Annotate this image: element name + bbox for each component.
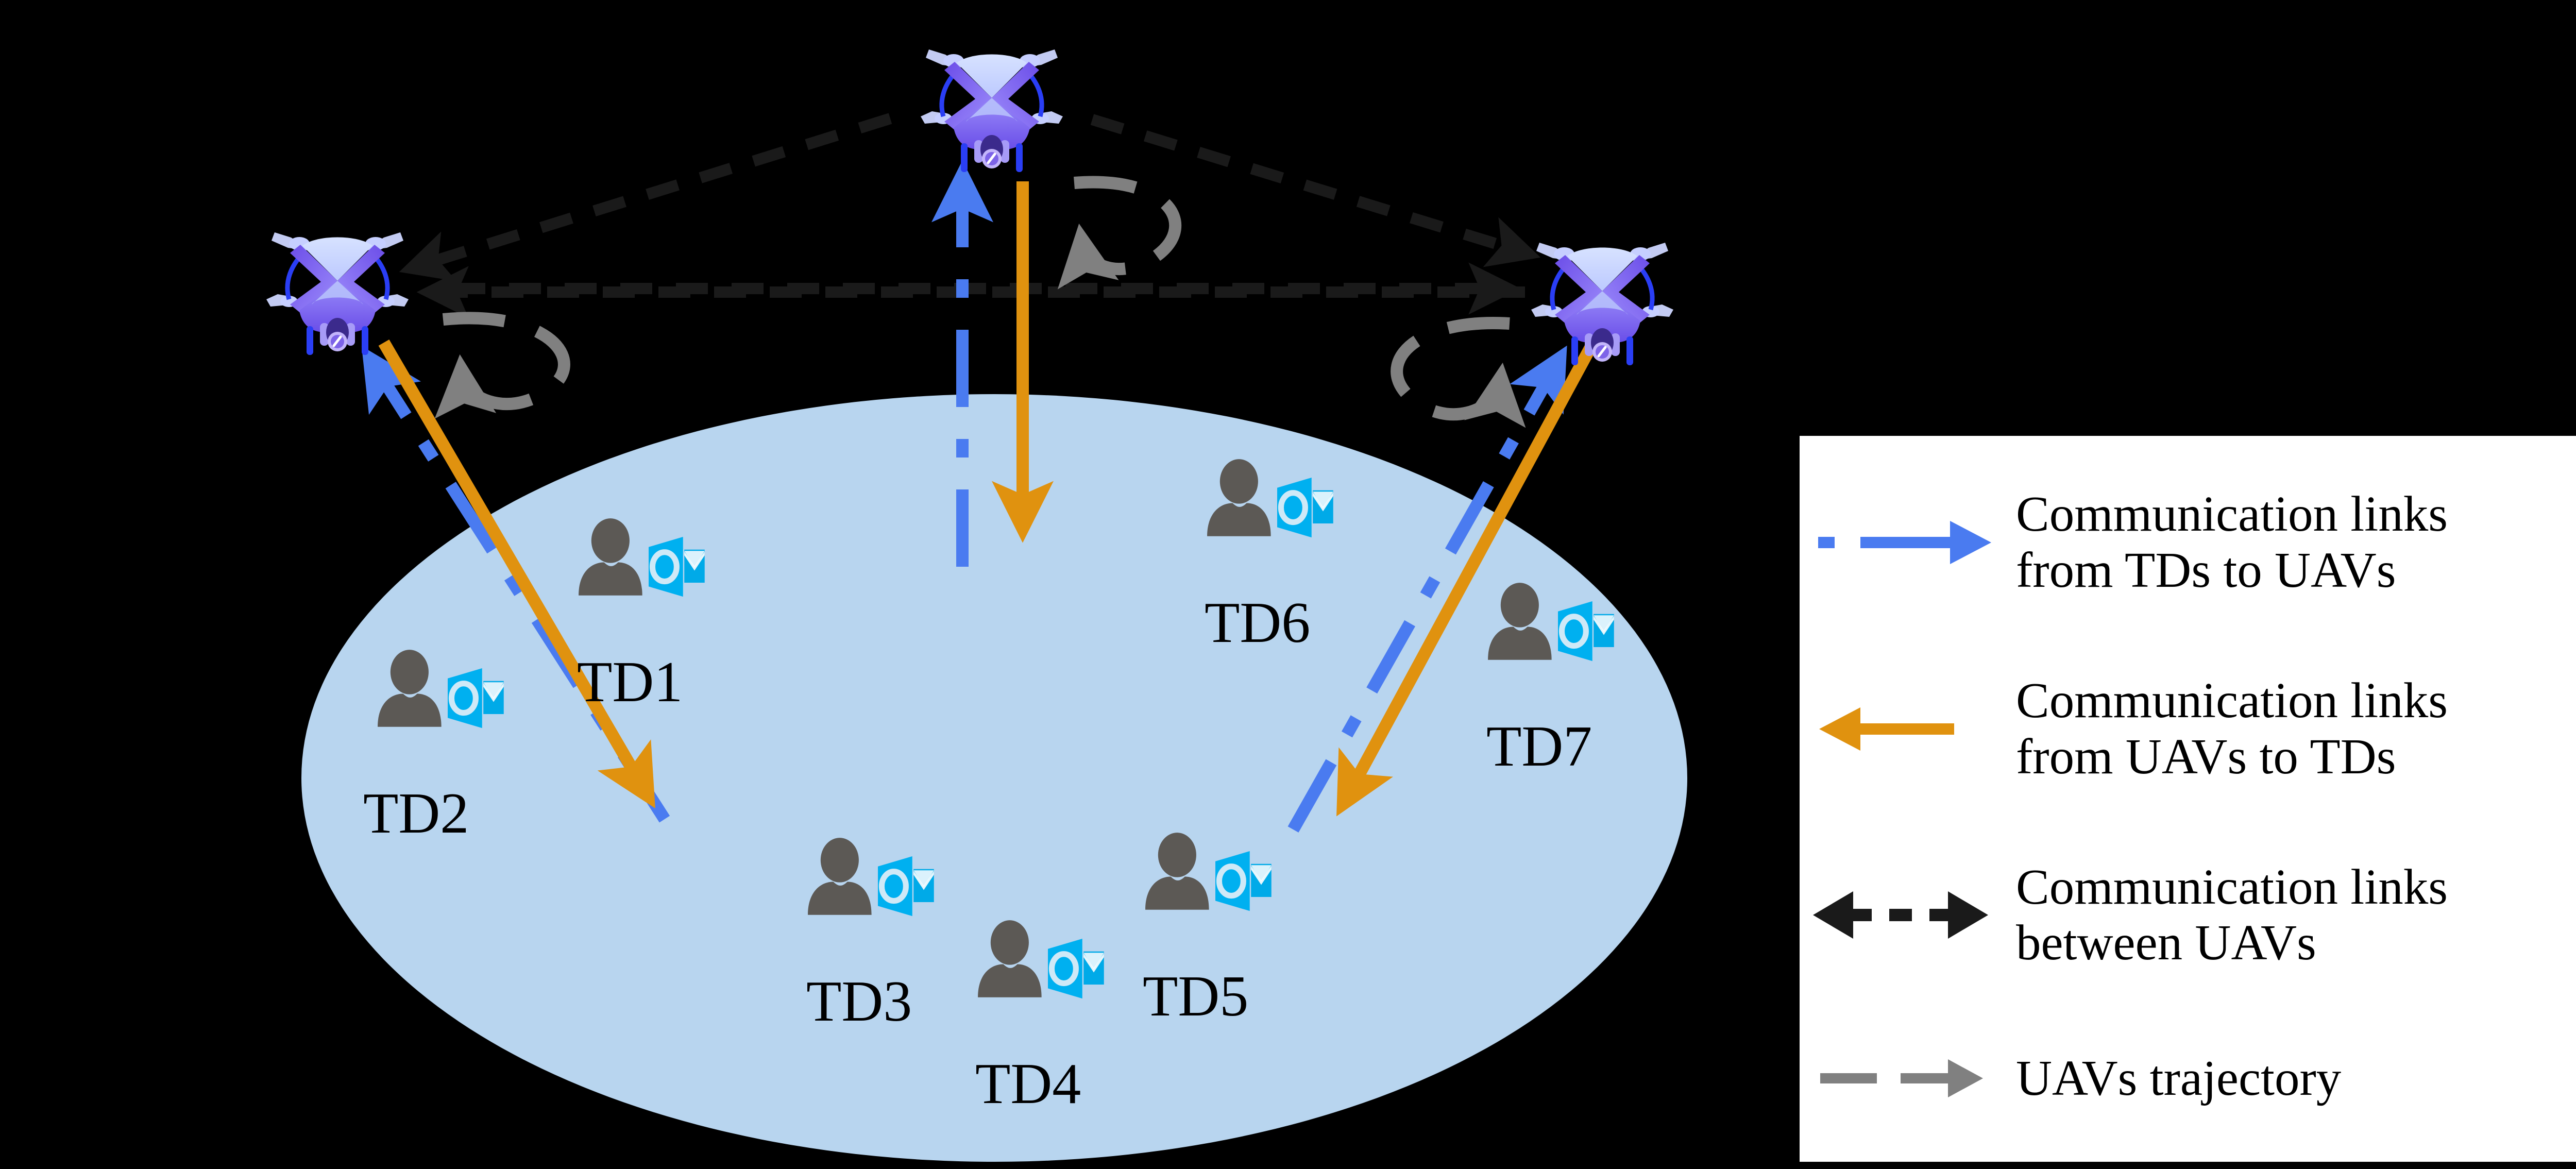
legend-label-line2: from UAVs to TDs [2016,728,2396,784]
link-uav-to-td-right [1336,337,1600,817]
legend-symbol-dash-dot-blue-arrow-right-icon [1800,465,2016,620]
td-label-td7: TD7 [1486,715,1592,778]
legend-symbol-solid-orange-arrow-left-icon [1800,652,2016,806]
trajectory-left-uav [434,312,570,419]
legend-label-uav-to-uav: Communication links between UAVs [2016,859,2458,971]
uav-center-drone[interactable] [921,49,1063,172]
coverage-area-ellipse [301,394,1687,1162]
link-td-to-uav-right [1287,345,1567,833]
td-label-td4: TD4 [975,1052,1081,1116]
legend-item-uav-to-uav: Communication links between UAVs [1800,838,2576,992]
legend-label-line1: Communication links [2016,486,2448,542]
uav-right-drone[interactable] [1531,243,1673,365]
legend-label-td-to-uav: Communication links from TDs to UAVs [2016,486,2458,598]
legend-item-td-to-uav: Communication links from TDs to UAVs [1800,465,2576,620]
legend-label-trajectory: UAVs trajectory [2016,1051,2351,1107]
legend-label-line1: Communication links [2016,859,2448,914]
td-to-uav-links [361,160,1567,833]
legend-symbol-dashed-black-double-arrow-icon [1800,838,2016,992]
legend-panel: Communication links from TDs to UAVs Com… [1800,436,2576,1162]
uav-left-drone[interactable] [266,232,409,355]
uav-trajectories [434,176,1526,428]
trajectory-right-uav [1391,317,1526,428]
legend-label-line2: from TDs to UAVs [2016,542,2396,598]
td-label-td5: TD5 [1143,964,1249,1028]
legend-label-line2: between UAVs [2016,915,2316,971]
legend-symbol-dashed-gray-arrow-right-icon [1800,1024,2016,1132]
trajectory-center-uav [1057,176,1181,290]
legend-label-uav-to-td: Communication links from UAVs to TDs [2016,673,2458,785]
link-uav-center-left-return [1090,114,1541,267]
td-label-td3: TD3 [806,970,912,1034]
td-label-td1: TD1 [577,650,683,714]
legend-item-trajectory: UAVs trajectory [1800,1024,2576,1132]
link-uav-to-td-left [378,339,655,809]
legend-item-uav-to-td: Communication links from UAVs to TDs [1800,652,2576,806]
link-uav-left-center [399,113,892,281]
link-td-to-uav-left [361,346,670,823]
td-label-td6: TD6 [1205,591,1311,655]
legend-label-line1: Communication links [2016,673,2448,728]
uav-to-td-links [378,181,1600,817]
uav-to-uav-links [399,113,1541,318]
legend-label-line1: UAVs trajectory [2016,1050,2342,1106]
td-label-td2: TD2 [363,782,469,845]
